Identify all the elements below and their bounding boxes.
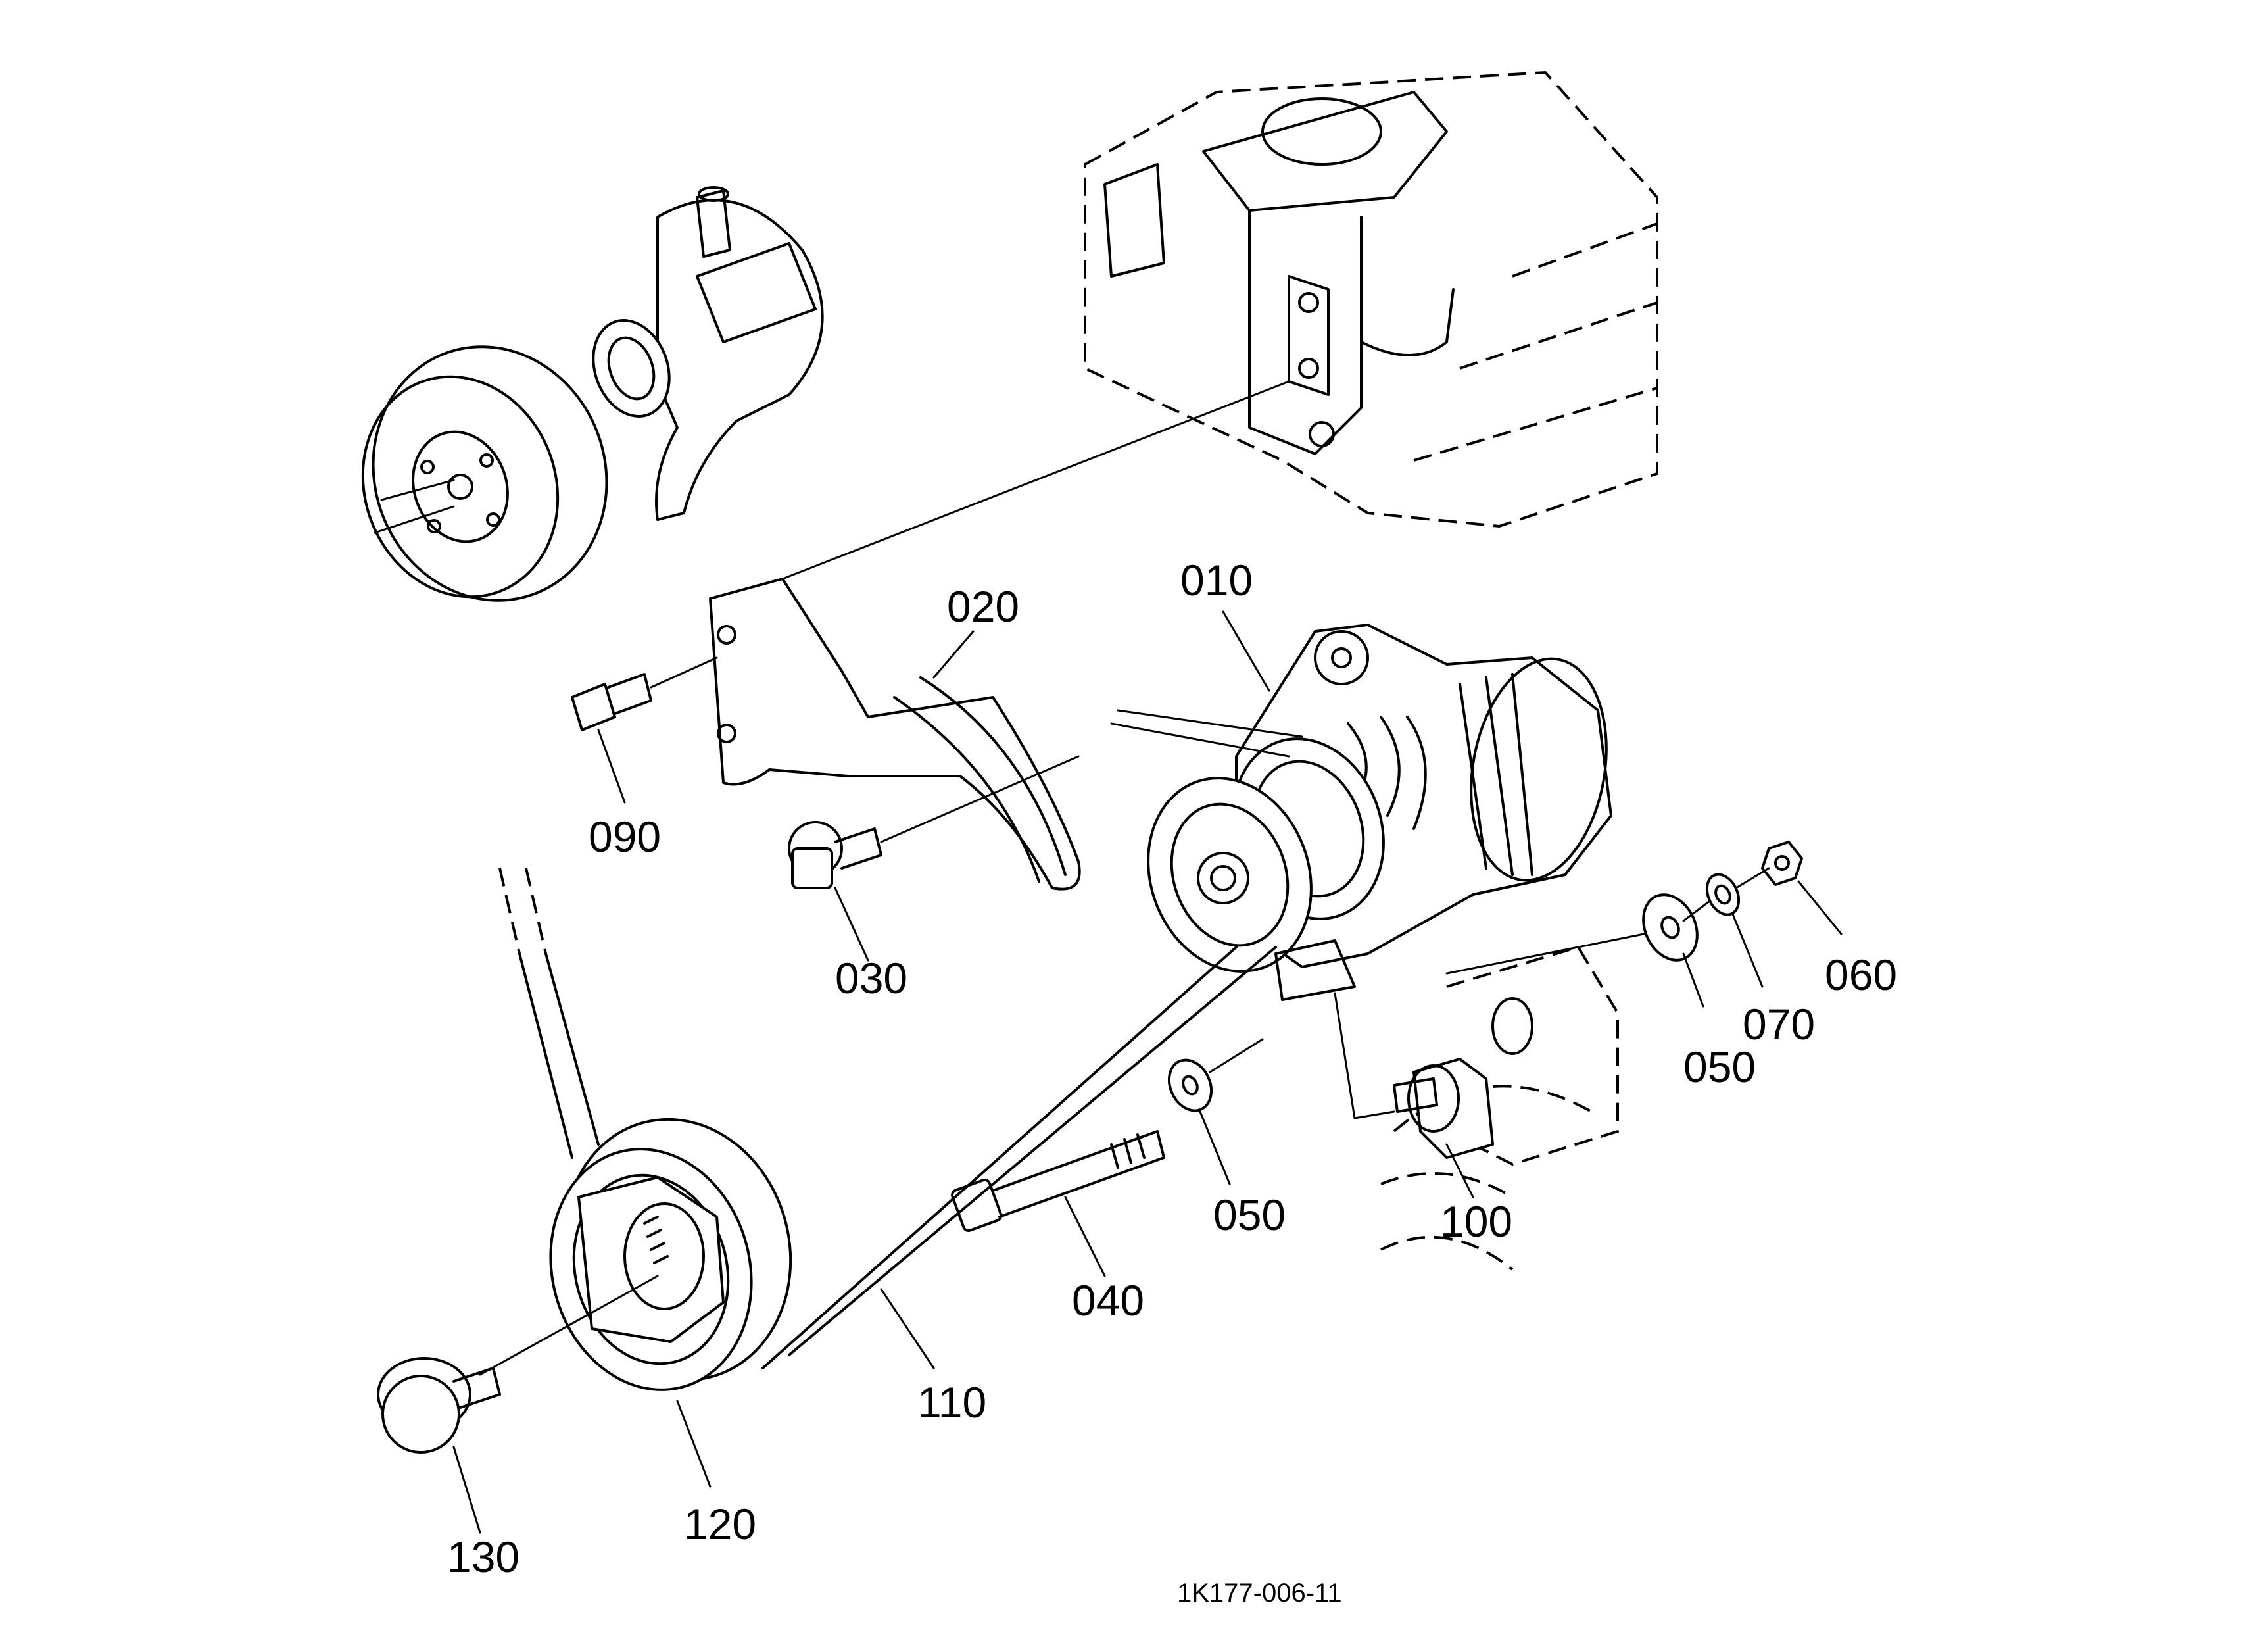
callout-130: 130 — [447, 1533, 519, 1581]
callout-050-washer-right: 050 — [1683, 1043, 1756, 1091]
callout-060: 060 — [1825, 950, 1897, 999]
callout-labels: 010 020 030 040 050 050 060 070 090 100 … — [447, 556, 1897, 1581]
callout-020: 020 — [947, 582, 1019, 631]
bolt-030 — [788, 755, 1080, 962]
callout-110: 110 — [917, 1378, 986, 1427]
spacer-and-lower-engine — [1334, 945, 1619, 1271]
callout-070: 070 — [1743, 1000, 1815, 1048]
bolt-130 — [377, 1357, 501, 1534]
engine-block — [1084, 70, 1658, 528]
callout-120: 120 — [684, 1500, 756, 1548]
bolt-040 — [951, 1130, 1165, 1277]
v-belt — [498, 868, 1277, 1369]
nut-washer-set — [1445, 841, 1843, 1008]
crankshaft-pulley — [479, 1118, 792, 1488]
callout-100: 100 — [1440, 1197, 1512, 1246]
callout-050-washer-left: 050 — [1213, 1191, 1286, 1239]
callout-090: 090 — [589, 812, 661, 861]
bolt-090 — [571, 656, 718, 804]
water-pump-assembly — [361, 186, 824, 602]
alternator — [1110, 624, 1612, 1001]
alternator-bracket — [709, 380, 1290, 891]
callout-040: 040 — [1072, 1276, 1144, 1325]
callout-010: 010 — [1180, 556, 1253, 604]
washer-050-left — [1167, 1038, 1264, 1185]
figure-reference: 1K177-006-11 — [1177, 1579, 1342, 1608]
callout-030: 030 — [835, 954, 907, 1002]
